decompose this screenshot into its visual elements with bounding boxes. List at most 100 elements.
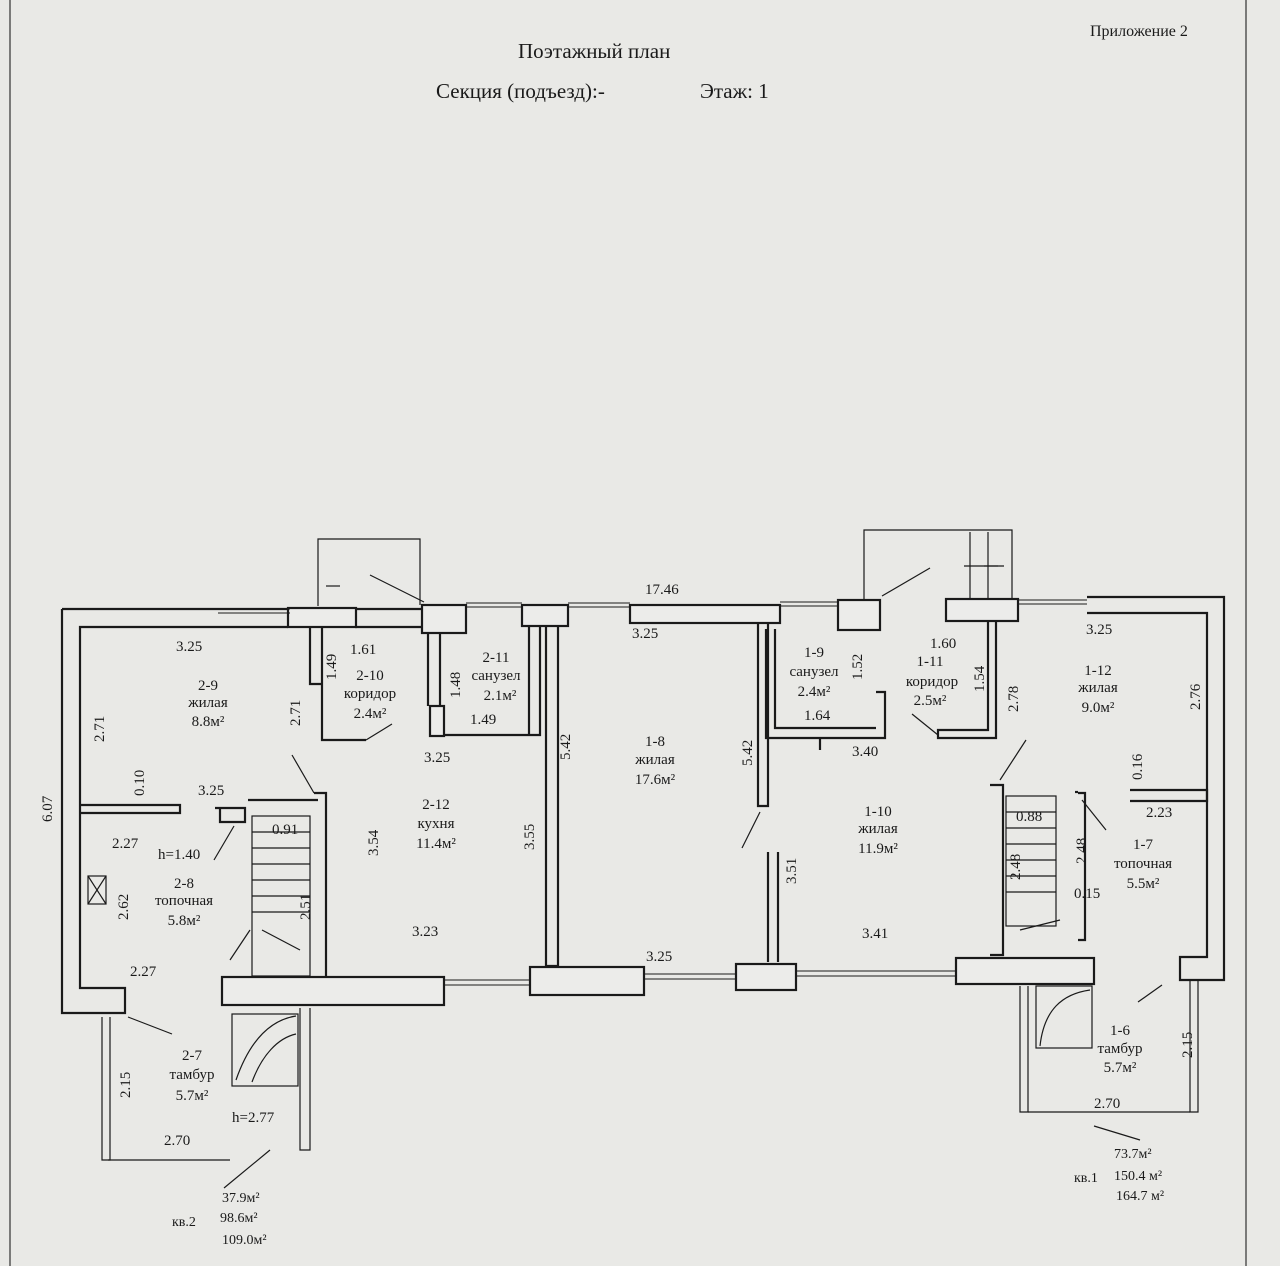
staircase-left: [229, 815, 311, 1087]
apt2-area-c: 109.0м²: [222, 1233, 267, 1248]
room-id: 1-6: [1110, 1023, 1130, 1039]
dim-1-10-top: 3.40: [852, 744, 878, 760]
dim-2-11-width: 1.49: [470, 712, 496, 728]
dim-1-8-top: 3.25: [632, 626, 658, 642]
dim-1-9-height: 1.52: [850, 654, 866, 680]
dim-3-25-stair: 3.25: [198, 783, 224, 799]
dim-1-11-height: 1.54: [972, 665, 988, 692]
dim-0-15: 0.15: [1074, 886, 1100, 902]
room-name: коридор: [906, 674, 958, 690]
room-1-10: 1-10 жилая 11.9м²: [857, 804, 898, 857]
room-1-7: 1-7 топочная 5.5м²: [1114, 837, 1172, 892]
dim-0-16: 0.16: [1130, 753, 1146, 780]
dim-2-10-width: 1.61: [350, 642, 376, 658]
room-name: кухня: [417, 816, 454, 832]
room-area: 5.8м²: [168, 913, 201, 929]
apartment-1-totals: 73.7м² кв.1 150.4 м² 164.7 м²: [1074, 1147, 1164, 1204]
room-id: 2-10: [356, 668, 384, 684]
dim-1-12-right: 2.76: [1188, 683, 1204, 710]
room-id: 1-12: [1084, 663, 1112, 679]
boiler-symbol: [87, 875, 107, 905]
room-area: 11.9м²: [858, 841, 898, 857]
dim-2-12-right: 3.55: [522, 824, 538, 850]
dim-0-91: 0.91: [272, 822, 298, 838]
section-label: Секция (подъезд):-: [436, 79, 605, 103]
dim-1-12-left: 2.78: [1006, 686, 1022, 712]
room-area: 11.4м²: [416, 836, 456, 852]
dim-1-6-height: 2.15: [1180, 1032, 1196, 1058]
room-id: 1-10: [864, 804, 892, 820]
apt1-area-b: 150.4 м²: [1114, 1169, 1162, 1184]
dim-2-62: 2.62: [116, 894, 132, 920]
room-1-9: 1-9 санузел 2.4м²: [789, 645, 839, 700]
room-name: коридор: [344, 686, 396, 702]
apt2-area-b: 98.6м²: [220, 1211, 258, 1226]
dim-1-11-width: 1.60: [930, 636, 956, 652]
room-name: жилая: [187, 695, 228, 711]
dim-1-8-right: 5.42: [740, 740, 756, 766]
room-2-9: 2-9 жилая 8.8м²: [187, 678, 228, 730]
dim-2-9-right: 2.71: [288, 700, 304, 726]
room-area: 2.4м²: [354, 706, 387, 722]
room-area: 5.5м²: [1127, 876, 1160, 892]
room-name: жилая: [857, 821, 898, 837]
dim-2-9-width: 3.25: [176, 639, 202, 655]
dimension-labels: 17.46 3.25 2.71 2.71 1.61 1.49 1.48 1.49…: [40, 582, 1204, 1149]
dim-2-7-width: 2.70: [164, 1133, 190, 1149]
room-1-12: 1-12 жилая 9.0м²: [1077, 663, 1118, 716]
dim-h-1-40: h=1.40: [158, 847, 200, 863]
room-1-6: 1-6 тамбур 5.7м²: [1098, 1023, 1143, 1076]
room-id: 2-8: [174, 876, 194, 892]
dim-6-07: 6.07: [40, 795, 56, 822]
dim-2-11-height: 1.48: [448, 672, 464, 698]
dim-1-9-width: 1.64: [804, 708, 831, 724]
dim-0-10: 0.10: [132, 770, 148, 796]
dim-2-12-left: 3.54: [366, 829, 382, 856]
room-area: 8.8м²: [192, 714, 225, 730]
room-id: 1-8: [645, 734, 665, 750]
room-name: топочная: [155, 893, 213, 909]
room-area: 5.7м²: [1104, 1060, 1137, 1076]
room-name: санузел: [471, 668, 521, 684]
staircase-right: [1005, 795, 1093, 1049]
dim-2-48-a: 2.48: [1008, 854, 1024, 880]
room-id: 2-11: [483, 650, 510, 666]
dim-2-27-a: 2.27: [112, 836, 139, 852]
room-id: 2-12: [422, 797, 450, 813]
dim-2-27-b: 2.27: [130, 964, 157, 980]
room-2-12: 2-12 кухня 11.4м²: [416, 797, 456, 852]
apt2-area-a: 37.9м²: [222, 1191, 260, 1206]
dim-1-10-left: 3.51: [784, 858, 800, 884]
room-name: тамбур: [1098, 1041, 1143, 1057]
room-id: 1-11: [917, 654, 944, 670]
window-lines: [218, 599, 1087, 986]
dim-0-88: 0.88: [1016, 809, 1042, 825]
room-2-11: 2-11 санузел 2.1м²: [471, 650, 521, 704]
apt1-area-c: 164.7 м²: [1116, 1189, 1164, 1204]
room-1-8: 1-8 жилая 17.6м²: [634, 734, 675, 788]
dim-1-10-bottom: 3.41: [862, 926, 888, 942]
room-name: топочная: [1114, 856, 1172, 872]
dim-2-9-left: 2.71: [92, 716, 108, 742]
dim-1-8-bottom: 3.25: [646, 949, 672, 965]
room-2-7: 2-7 тамбур 5.7м²: [170, 1048, 215, 1104]
dim-2-7-height: 2.15: [118, 1072, 134, 1098]
dim-2-48-b: 2.48: [1074, 838, 1090, 864]
room-area: 2.4м²: [798, 684, 831, 700]
apt1-area-a: 73.7м²: [1114, 1147, 1152, 1162]
dim-2-12-top: 3.25: [424, 750, 450, 766]
room-area: 5.7м²: [176, 1088, 209, 1104]
room-id: 2-7: [182, 1048, 202, 1064]
apt1-label: кв.1: [1074, 1171, 1098, 1186]
room-name: тамбур: [170, 1067, 215, 1083]
apartment-2-totals: 37.9м² кв.2 98.6м² 109.0м²: [172, 1191, 267, 1248]
dim-2-12-bottom: 3.23: [412, 924, 438, 940]
room-2-8: 2-8 топочная 5.8м²: [155, 876, 213, 929]
room-area: 9.0м²: [1082, 700, 1115, 716]
dim-2-23: 2.23: [1146, 805, 1172, 821]
plan-title: Поэтажный план: [518, 39, 670, 63]
room-name: жилая: [1077, 680, 1118, 696]
dim-overall-width: 17.46: [645, 582, 679, 598]
room-area: 2.5м²: [914, 693, 947, 709]
